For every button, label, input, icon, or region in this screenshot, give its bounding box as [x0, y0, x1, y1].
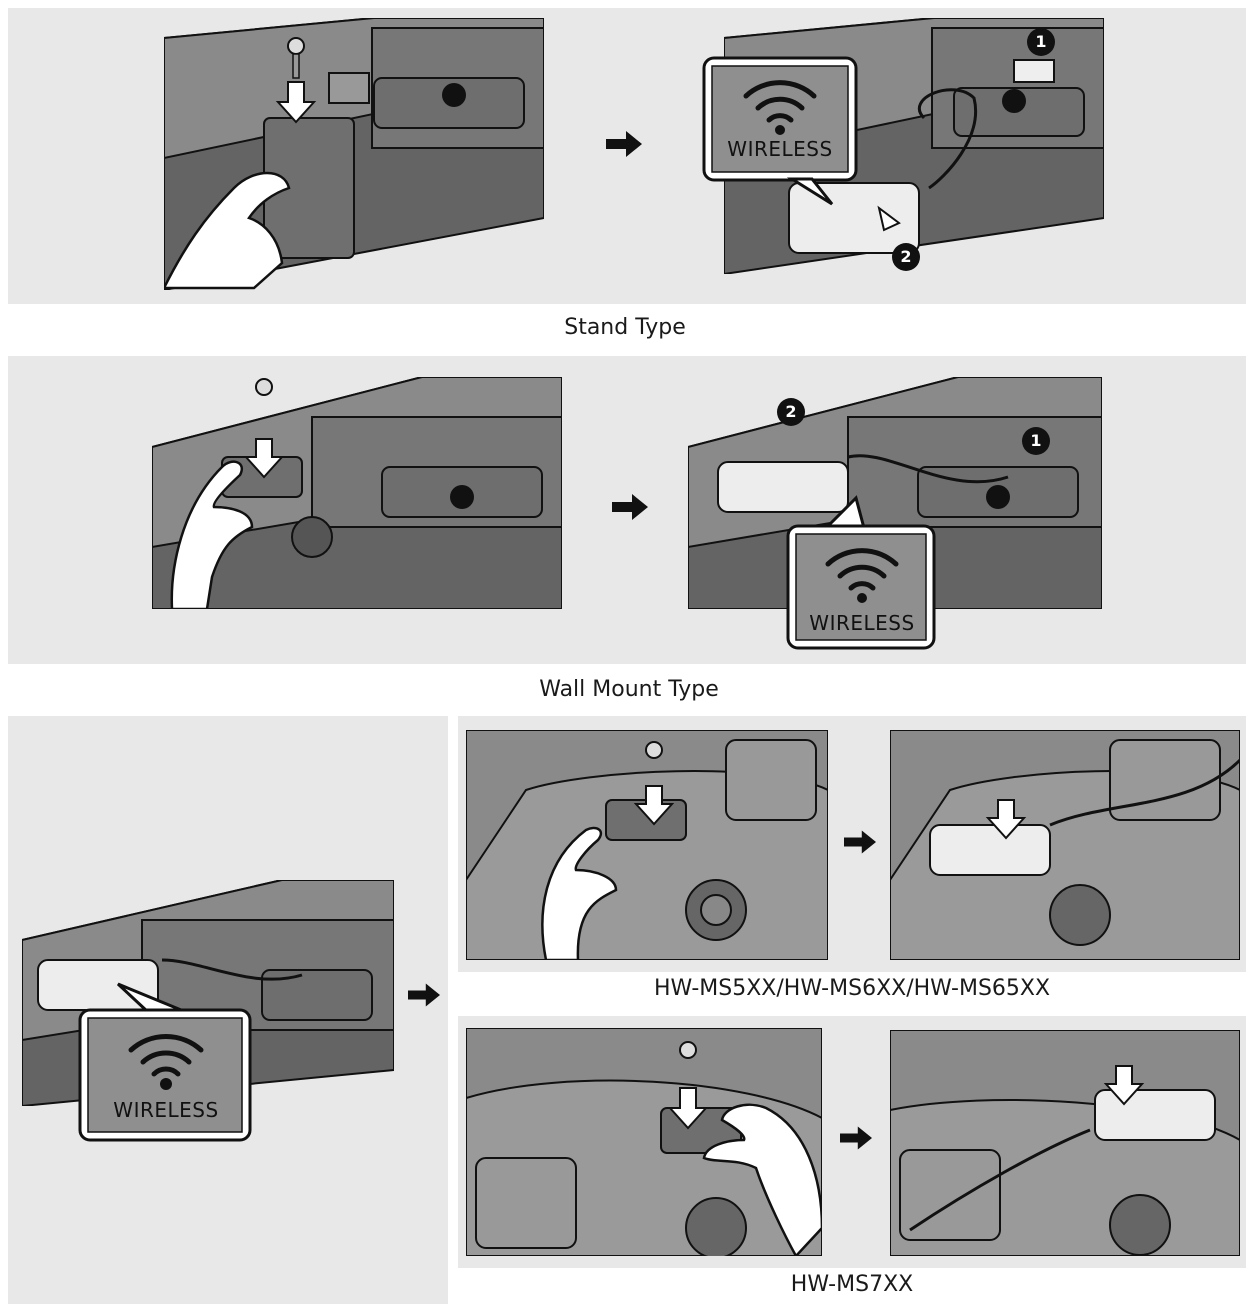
- model-b-step2-illustration: [890, 1030, 1240, 1256]
- step-badge-1: 1: [1022, 427, 1050, 455]
- wall-mount-type-caption: Wall Mount Type: [539, 677, 719, 702]
- step-badge-1: 1: [1027, 28, 1055, 56]
- hand-icon: [702, 1103, 822, 1256]
- model-group-a-caption: HW-MS5XX/HW-MS6XX/HW-MS65XX: [653, 976, 1051, 1001]
- wifi-icon: [743, 80, 817, 123]
- model-b-step1-illustration: [466, 1028, 822, 1256]
- wireless-label: WIRELESS: [113, 1098, 219, 1122]
- down-arrow-icon: [275, 81, 317, 124]
- connected-dongle-illustration: [22, 880, 394, 1106]
- wireless-label: WIRELESS: [809, 611, 915, 635]
- wifi-icon: [825, 548, 899, 591]
- wireless-callout: [786, 495, 936, 650]
- down-arrow-icon: [985, 799, 1027, 840]
- hand-icon: [170, 460, 254, 609]
- screw-icon: [645, 741, 663, 759]
- right-arrow-icon: [408, 983, 440, 1007]
- wireless-callout: [702, 56, 858, 206]
- wifi-icon: [128, 1034, 204, 1077]
- model-a-step1-illustration: [466, 730, 828, 960]
- right-arrow-icon: [612, 494, 648, 520]
- screw-icon: [287, 37, 305, 79]
- right-arrow-icon: [840, 1126, 872, 1150]
- wireless-label: WIRELESS: [727, 137, 833, 161]
- screw-icon: [255, 378, 273, 396]
- screw-icon: [679, 1041, 697, 1059]
- stand-type-caption: Stand Type: [564, 315, 686, 340]
- step-badge-2: 2: [777, 398, 805, 426]
- right-arrow-icon: [606, 131, 642, 157]
- model-a-step2-illustration: [890, 730, 1240, 960]
- down-arrow-icon: [633, 785, 675, 826]
- hand-icon: [164, 171, 291, 290]
- down-arrow-icon: [243, 438, 285, 479]
- model-group-b-caption: HW-MS7XX: [790, 1272, 914, 1297]
- down-arrow-icon: [1103, 1065, 1145, 1106]
- step-badge-2: 2: [892, 243, 920, 271]
- stand-step1-illustration: [164, 18, 544, 290]
- wireless-callout: [78, 982, 252, 1142]
- hand-icon: [541, 826, 618, 960]
- wall-mount-step1-illustration: [152, 377, 562, 609]
- right-arrow-icon: [844, 830, 876, 854]
- down-arrow-icon: [667, 1087, 709, 1130]
